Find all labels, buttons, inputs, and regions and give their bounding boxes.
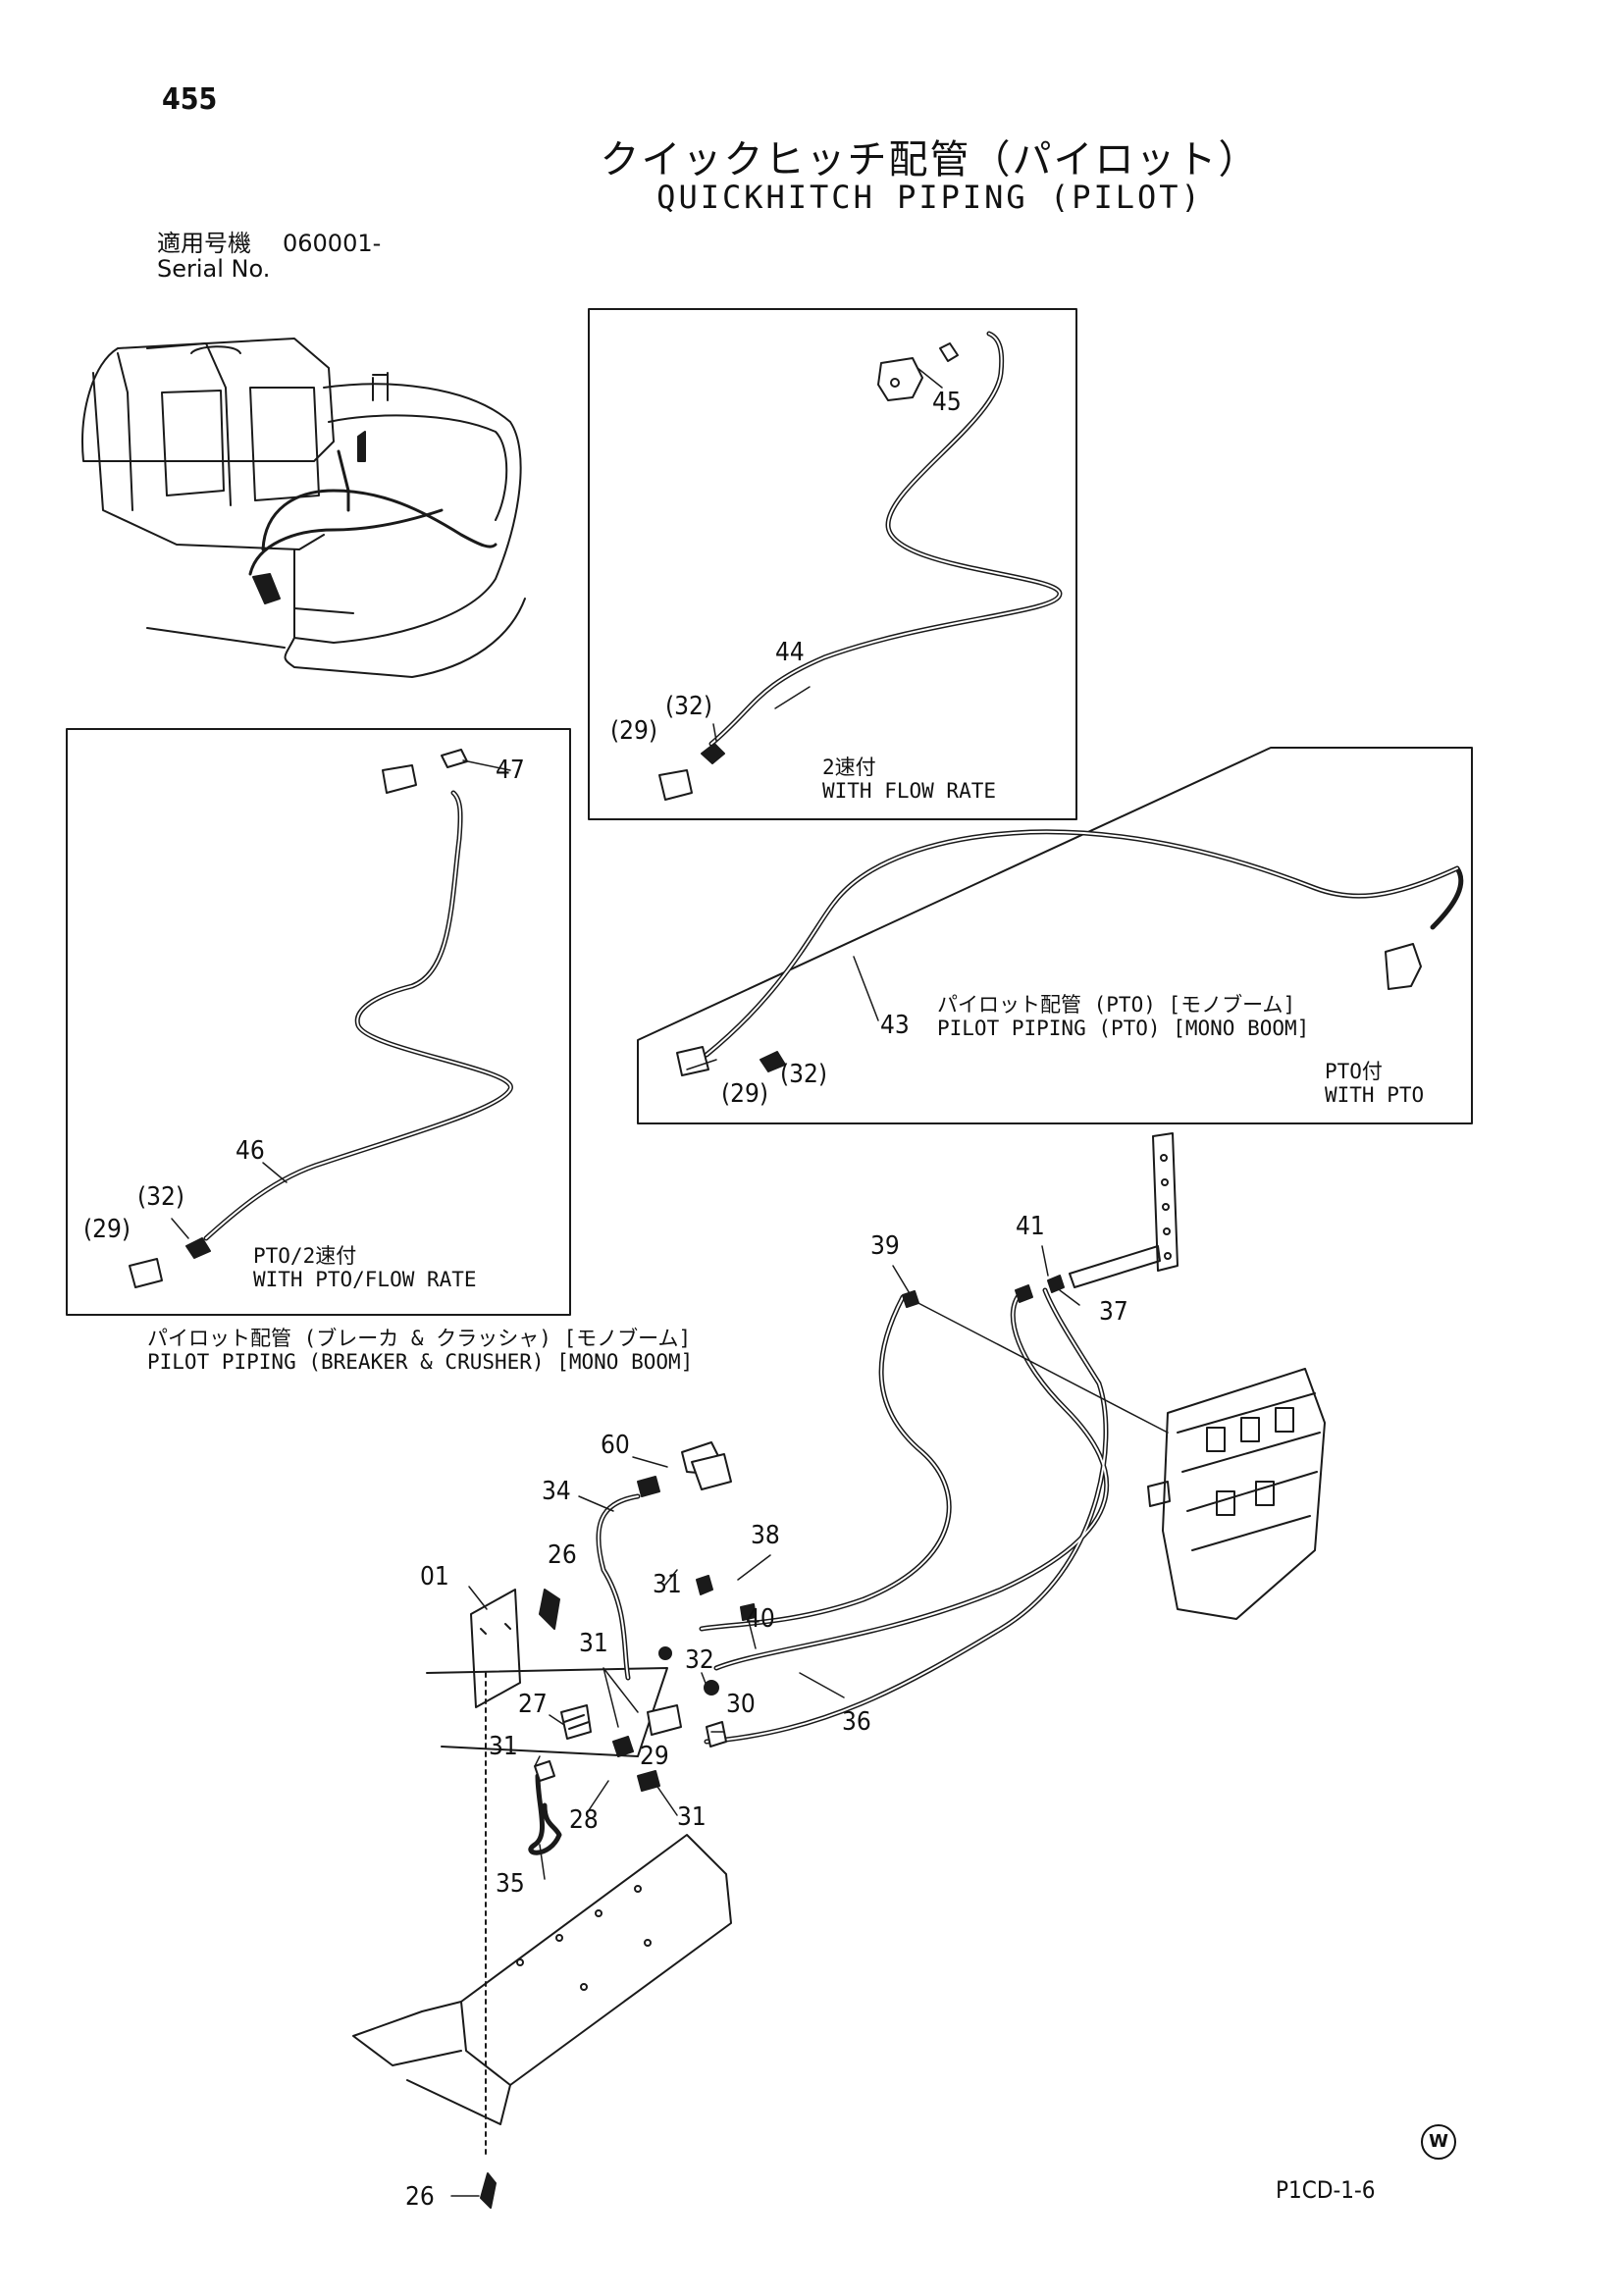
callout-31c: 31 [489, 1732, 518, 1761]
page-title-ja: クイックヒッチ配管（パイロット） [600, 137, 1260, 183]
main-bracket [426, 1589, 668, 2209]
inset-flow-rate-note-ja: 2速付 [822, 756, 876, 779]
callout-35: 35 [496, 1869, 525, 1899]
inset-flow-rate-hose [658, 331, 1063, 801]
inset-pto-frame [637, 747, 1473, 1124]
inset-pto-flow-hose [129, 749, 513, 1288]
w-mark: W [1421, 2124, 1456, 2160]
control-valve [1147, 1368, 1326, 1620]
callout-31d: 31 [677, 1802, 707, 1832]
callout-46: 46 [236, 1136, 265, 1166]
inset-pto-flow-note-en: WITH PTO/FLOW RATE [253, 1268, 477, 1291]
main-assembly-title-ja: パイロット配管 (ブレーカ & クラッシャ) [モノブーム] [147, 1327, 692, 1350]
callout-36: 36 [842, 1707, 871, 1737]
callout-37: 37 [1099, 1297, 1128, 1327]
inset-pto-title: パイロット配管 (PTO) [モノブーム] PILOT PIPING (PTO)… [937, 993, 1309, 1040]
callout-01: 01 [420, 1562, 449, 1592]
callout-44: 44 [775, 638, 805, 667]
pilot-line-39 [912, 1299, 1169, 1434]
callout-32a: (32) [665, 692, 713, 721]
serial-label-en: Serial No. [157, 255, 271, 283]
page-number: 455 [162, 82, 218, 117]
callout-32c: (32) [780, 1060, 828, 1089]
callout-39: 39 [870, 1231, 900, 1261]
callout-34: 34 [542, 1477, 571, 1506]
callout-32b: (32) [137, 1182, 185, 1212]
callout-26a: 26 [548, 1540, 577, 1570]
page-code: P1CD-1-6 [1276, 2176, 1376, 2204]
inset-flow-rate-note-en: WITH FLOW RATE [822, 779, 997, 803]
callout-32d: 32 [685, 1645, 714, 1675]
callout-38: 38 [751, 1521, 780, 1550]
callout-41: 41 [1016, 1212, 1045, 1241]
inset-pto-hose [676, 829, 1464, 1076]
callout-45: 45 [932, 388, 962, 417]
inset-pto-note-en: WITH PTO [1325, 1083, 1425, 1107]
serial-block: 適用号機 060001- Serial No. [157, 231, 381, 282]
inset-pto-note-ja: PTO付 [1325, 1060, 1383, 1083]
page-title-en: QUICKHITCH PIPING (PILOT) [656, 179, 1203, 216]
callout-40: 40 [746, 1604, 775, 1634]
callout-30: 30 [726, 1690, 756, 1719]
inset-pto-title-en: PILOT PIPING (PTO) [MONO BOOM] [937, 1017, 1310, 1040]
main-assembly-title-en: PILOT PIPING (BREAKER & CRUSHER) [MONO B… [147, 1350, 694, 1374]
callout-31a: 31 [653, 1570, 682, 1599]
callout-31b: 31 [579, 1629, 608, 1658]
inset-pto-flow-note-ja: PTO/2速付 [253, 1244, 357, 1268]
main-fittings [534, 1275, 1065, 1792]
callout-27: 27 [518, 1690, 548, 1719]
inset-pto-title-ja: パイロット配管 (PTO) [モノブーム] [937, 993, 1296, 1017]
leader-lines [171, 367, 1080, 2197]
callout-43: 43 [880, 1011, 910, 1040]
main-hoses-core [598, 1289, 1108, 1743]
inset-pto-flow-note: PTO/2速付 WITH PTO/FLOW RATE [253, 1244, 477, 1291]
excavator-overview [81, 338, 526, 678]
callout-28: 28 [569, 1805, 599, 1835]
callout-29a: (29) [610, 716, 658, 746]
callout-47: 47 [496, 756, 525, 785]
callout-60: 60 [601, 1431, 630, 1460]
callout-29c: (29) [721, 1079, 769, 1109]
serial-label-ja: 適用号機 [157, 230, 251, 257]
pilot-manifold-strip [1069, 1132, 1179, 1288]
inset-pto-note: PTO付 WITH PTO [1325, 1060, 1424, 1107]
callout-26b: 26 [405, 2182, 435, 2212]
inset-pto-flow-frame [66, 728, 571, 1316]
main-assembly-title: パイロット配管 (ブレーカ & クラッシャ) [モノブーム] PILOT PIP… [147, 1327, 693, 1374]
callout-29d: 29 [640, 1742, 669, 1771]
serial-value: 060001- [283, 230, 382, 257]
main-hoses [528, 1287, 1110, 1855]
main-plate [352, 1834, 732, 2125]
inset-flow-rate-note: 2速付 WITH FLOW RATE [822, 756, 996, 803]
callout-29b: (29) [83, 1215, 131, 1244]
inset-flow-rate-frame [588, 308, 1077, 820]
